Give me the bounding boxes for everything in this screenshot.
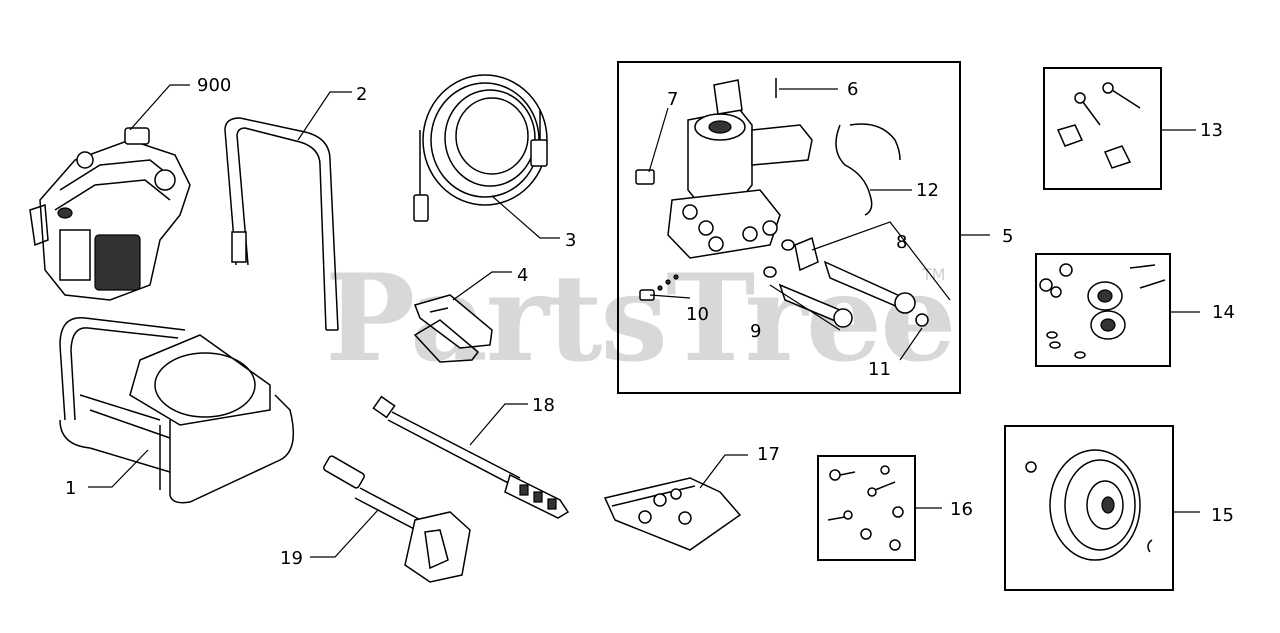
frame-icon[interactable] xyxy=(59,317,295,504)
spray-wand-icon[interactable] xyxy=(372,395,570,519)
wheel-hardware-icon[interactable] xyxy=(1039,263,1166,359)
callout-14[interactable]: 14 xyxy=(1212,302,1235,323)
leader-9 xyxy=(769,284,841,331)
hardware-kit-16-icon[interactable] xyxy=(827,465,904,551)
wheel-box-15 xyxy=(1004,425,1174,591)
callout-6[interactable]: 6 xyxy=(847,79,858,100)
callout-13[interactable]: 13 xyxy=(1200,120,1223,141)
callout-1[interactable]: 1 xyxy=(65,478,76,499)
pump-assembly-box xyxy=(617,61,961,394)
leader-8 xyxy=(811,221,951,301)
hardware-kit-icon[interactable] xyxy=(1056,82,1141,169)
callout-11[interactable]: 11 xyxy=(868,359,891,380)
leader-7 xyxy=(648,107,669,173)
callout-9[interactable]: 9 xyxy=(750,321,761,342)
callout-900[interactable]: 900 xyxy=(197,75,231,96)
leader-3 xyxy=(491,195,560,239)
leader-17 xyxy=(699,454,748,489)
leader-10 xyxy=(649,294,691,299)
leader-2 xyxy=(297,91,352,141)
callout-16[interactable]: 16 xyxy=(950,499,973,520)
spray-gun-icon[interactable] xyxy=(323,455,471,583)
callout-15[interactable]: 15 xyxy=(1211,505,1234,526)
callout-4[interactable]: 4 xyxy=(517,265,528,286)
leader-4 xyxy=(452,271,512,301)
callout-19[interactable]: 19 xyxy=(280,548,303,569)
hardware-box-14 xyxy=(1035,253,1171,367)
leader-19 xyxy=(310,509,379,558)
callout-5[interactable]: 5 xyxy=(1002,226,1013,247)
leader-1 xyxy=(88,449,149,488)
handle-icon[interactable] xyxy=(224,117,339,331)
callout-10[interactable]: 10 xyxy=(686,304,709,325)
callout-7[interactable]: 7 xyxy=(667,89,678,110)
pump-icon[interactable] xyxy=(635,79,813,259)
callout-12[interactable]: 12 xyxy=(916,180,939,201)
engine-icon[interactable] xyxy=(29,127,191,301)
bracket-icon[interactable] xyxy=(413,294,493,363)
callout-17[interactable]: 17 xyxy=(757,444,780,465)
callout-18[interactable]: 18 xyxy=(532,395,555,416)
callout-8[interactable]: 8 xyxy=(896,232,907,253)
leader-900 xyxy=(129,84,190,131)
hardware-box-13 xyxy=(1043,67,1162,190)
callout-2[interactable]: 2 xyxy=(356,84,367,105)
leader-11 xyxy=(899,327,923,361)
hose-icon[interactable] xyxy=(413,74,548,222)
callout-3[interactable]: 3 xyxy=(565,230,576,251)
pump-small-parts-icon[interactable] xyxy=(639,78,929,328)
nozzle-bag-icon[interactable] xyxy=(603,477,742,551)
wheel-icon[interactable] xyxy=(1025,449,1153,561)
leader-18 xyxy=(469,403,528,446)
